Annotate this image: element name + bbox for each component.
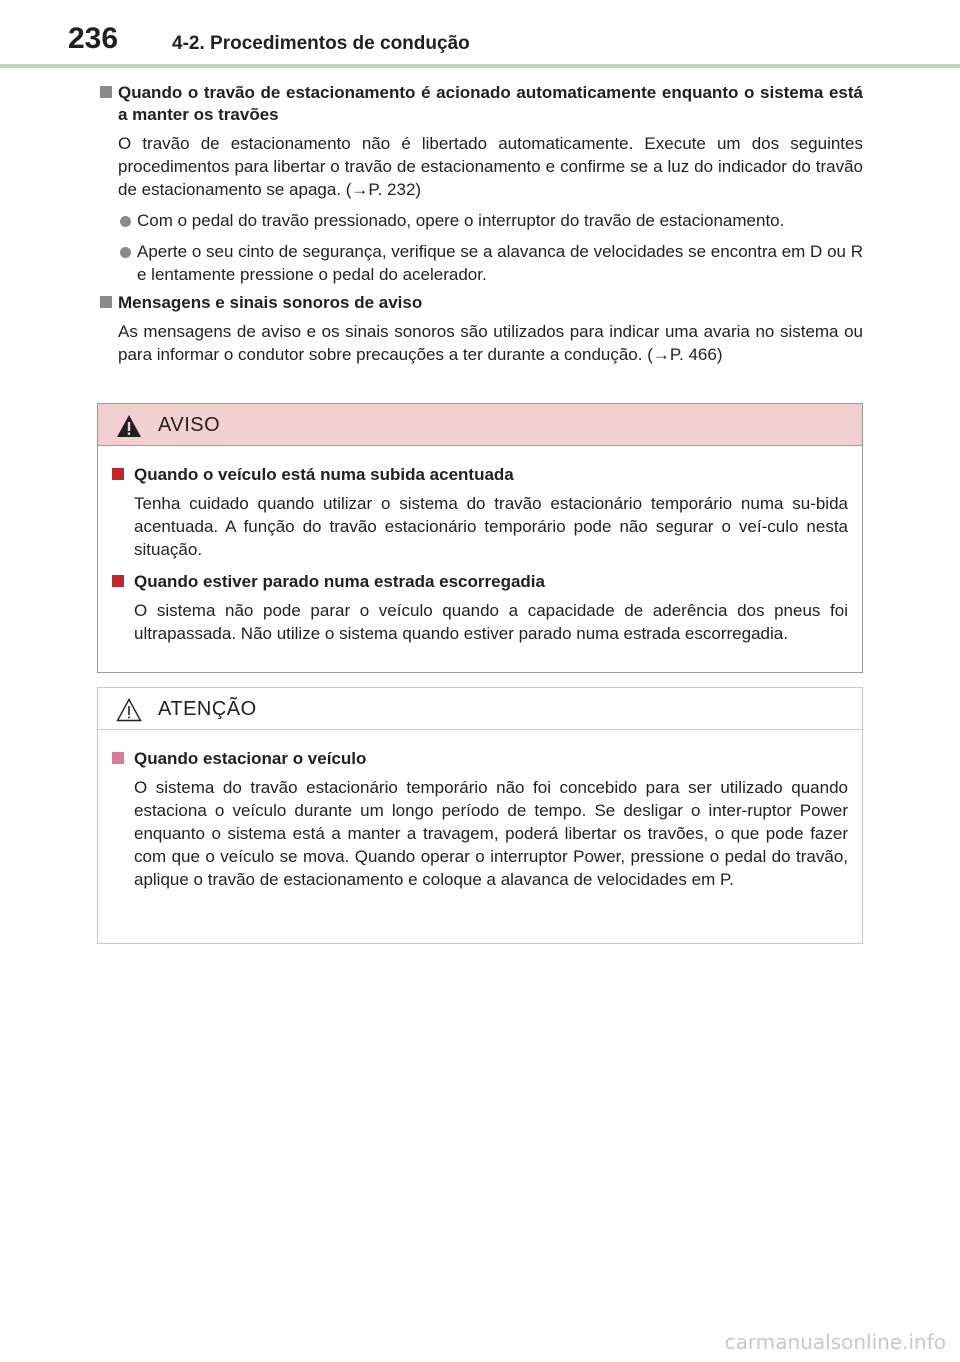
section-heading-text: Mensagens e sinais sonoros de aviso [118,293,423,312]
watermark: carmanualsonline.info [724,1330,946,1354]
caution-triangle-icon [116,698,142,722]
warning-item-heading-text: Quando o veículo está numa subida acentu… [134,465,514,484]
list-item-text: Com o pedal do travão pressionado, opere… [137,211,785,230]
warning-box-header: AVISO [98,404,862,446]
section-paragraph: O travão de estacionamento não é liberta… [118,134,863,199]
circle-bullet-icon [120,247,131,258]
warning-item-heading: Quando estiver parado numa estrada escor… [112,571,848,593]
notice-box-body: Quando estacionar o veículo O sistema do… [98,730,862,905]
page-number: 236 [68,22,119,55]
warning-item-text: Tenha cuidado quando utilizar o sistema … [134,494,848,559]
square-bullet-icon [112,752,124,764]
square-bullet-icon [100,86,112,98]
notice-item-text: O sistema do travão estacionário temporá… [134,778,848,889]
notice-box: ATENÇÃO Quando estacionar o veículo O si… [97,687,863,944]
warning-item-text: O sistema não pode parar o veículo quand… [134,601,848,643]
section-parking-brake: Quando o travão de estacionamento é acio… [100,82,863,286]
square-bullet-icon [112,468,124,480]
header-divider [0,64,960,68]
section-heading-text: Quando o travão de estacionamento é acio… [118,83,863,124]
page-header: 236 4-2. Procedimentos de condução [0,0,960,70]
section-heading: Quando o travão de estacionamento é acio… [100,82,863,126]
square-bullet-icon [100,296,112,308]
notice-label: ATENÇÃO [158,698,257,720]
section-heading: Mensagens e sinais sonoros de aviso [100,292,863,314]
list-item: Aperte o seu cinto de segurança, verifiq… [100,240,863,286]
list-item-text: Aperte o seu cinto de segurança, verifiq… [137,242,863,284]
section-paragraph: As mensagens de aviso e os sinais sonoro… [118,322,863,364]
circle-bullet-icon [120,216,131,227]
warning-label: AVISO [158,414,221,436]
warning-item-heading-text: Quando estiver parado numa estrada escor… [134,572,545,591]
warning-box: AVISO Quando o veículo está numa subida … [97,403,863,673]
warning-triangle-icon [117,415,141,437]
notice-box-header: ATENÇÃO [98,688,862,730]
warning-item-heading: Quando o veículo está numa subida acentu… [112,464,848,486]
section-warning-messages: Mensagens e sinais sonoros de aviso As m… [100,292,863,366]
notice-item-heading: Quando estacionar o veículo [112,748,848,770]
notice-item-heading-text: Quando estacionar o veículo [134,749,367,768]
warning-box-body: Quando o veículo está numa subida acentu… [98,446,862,659]
list-item: Com o pedal do travão pressionado, opere… [100,209,863,232]
section-title: 4-2. Procedimentos de condução [172,33,470,54]
square-bullet-icon [112,575,124,587]
